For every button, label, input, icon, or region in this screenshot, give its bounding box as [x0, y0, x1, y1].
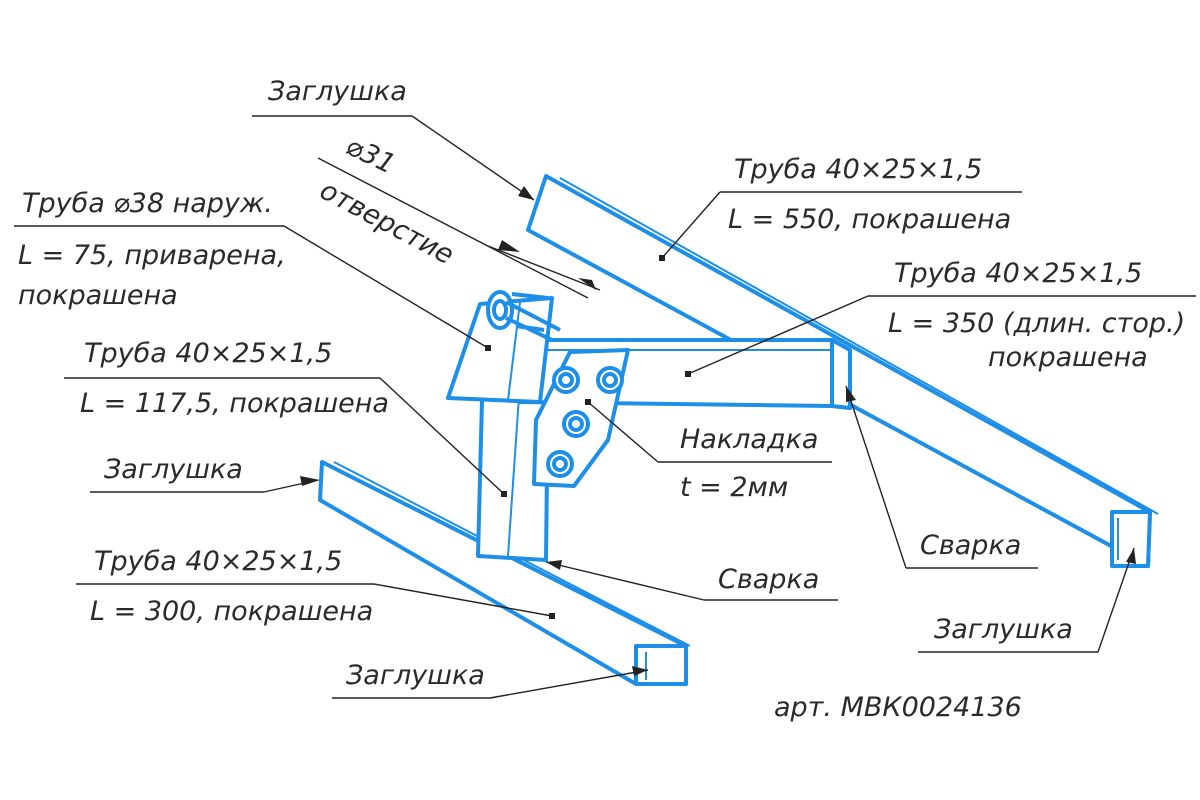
label-hole-diameter: ⌀31: [341, 130, 400, 180]
label-plug-left: Заглушка: [104, 454, 243, 485]
label-plug-bottom: Заглушка: [346, 660, 485, 691]
label-pipe550-l1: Труба 40×25×1,5: [734, 154, 982, 185]
label-plate-l2: t = 2мм: [680, 472, 788, 503]
label-pipe117-l1: Труба 40×25×1,5: [84, 338, 332, 369]
label-pipe300-l1: Труба 40×25×1,5: [94, 546, 342, 577]
callout-labels: Заглушка ⌀31 отверстие Труба ⌀38 наруж. …: [18, 76, 1185, 723]
label-weld-center: Сварка: [718, 564, 819, 595]
label-plug-top: Заглушка: [268, 76, 407, 107]
gusset-plate: [532, 348, 630, 488]
label-plug-right: Заглушка: [934, 614, 1073, 645]
label-pipe550-l2: L = 550, покрашена: [728, 204, 1011, 235]
label-pipe38-l2: L = 75, приварена,: [18, 240, 286, 271]
label-pipe300-l2: L = 300, покрашена: [90, 596, 373, 627]
bolt-2: [596, 366, 624, 394]
bolt-3: [562, 410, 590, 438]
label-weld-right: Сварка: [920, 530, 1021, 561]
clamp-bolt: [486, 290, 561, 342]
leader-lines: [14, 115, 1196, 699]
sleeve-38: [446, 296, 554, 404]
frame-parts: [318, 174, 1159, 686]
label-pipe117-l2: L = 117,5, покрашена: [80, 388, 389, 419]
label-article: арт. МВК0024136: [774, 692, 1022, 723]
label-pipe350-l3: покрашена: [988, 342, 1148, 373]
label-plate-l1: Накладка: [680, 424, 818, 455]
label-pipe38-l1: Труба ⌀38 наруж.: [22, 188, 273, 219]
label-pipe38-l3: покрашена: [18, 280, 178, 311]
bolt-4: [546, 450, 574, 478]
bolt-1: [552, 366, 580, 394]
tube-300: [318, 460, 691, 686]
label-pipe350-l2: L = 350 (длин. стор.): [888, 308, 1185, 339]
label-pipe350-l1: Труба 40×25×1,5: [894, 258, 1142, 289]
